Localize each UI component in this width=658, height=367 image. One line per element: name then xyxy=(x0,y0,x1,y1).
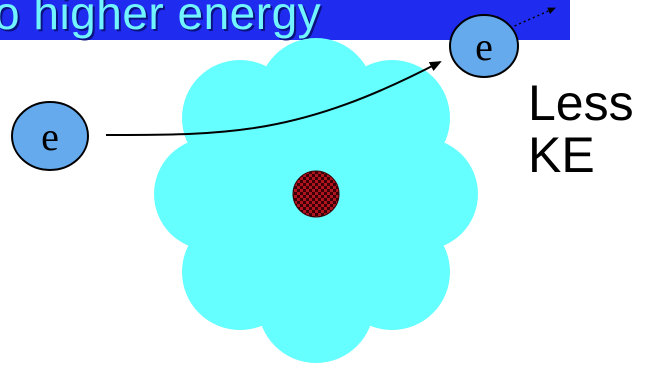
trajectory-arrow xyxy=(105,61,442,136)
slide-title: o higher energy xyxy=(0,0,322,39)
electron-icon xyxy=(11,101,89,171)
incoming-electron: e xyxy=(11,101,89,171)
outgoing-electron: e xyxy=(449,14,519,78)
nucleus-icon xyxy=(292,170,340,218)
electron-label: e xyxy=(41,114,59,159)
electron-icon xyxy=(449,14,519,78)
reduced-velocity-arrow xyxy=(509,7,556,29)
electron-label: e xyxy=(475,24,493,69)
less-label: Less xyxy=(528,75,634,131)
ke-label: KE xyxy=(528,127,595,183)
